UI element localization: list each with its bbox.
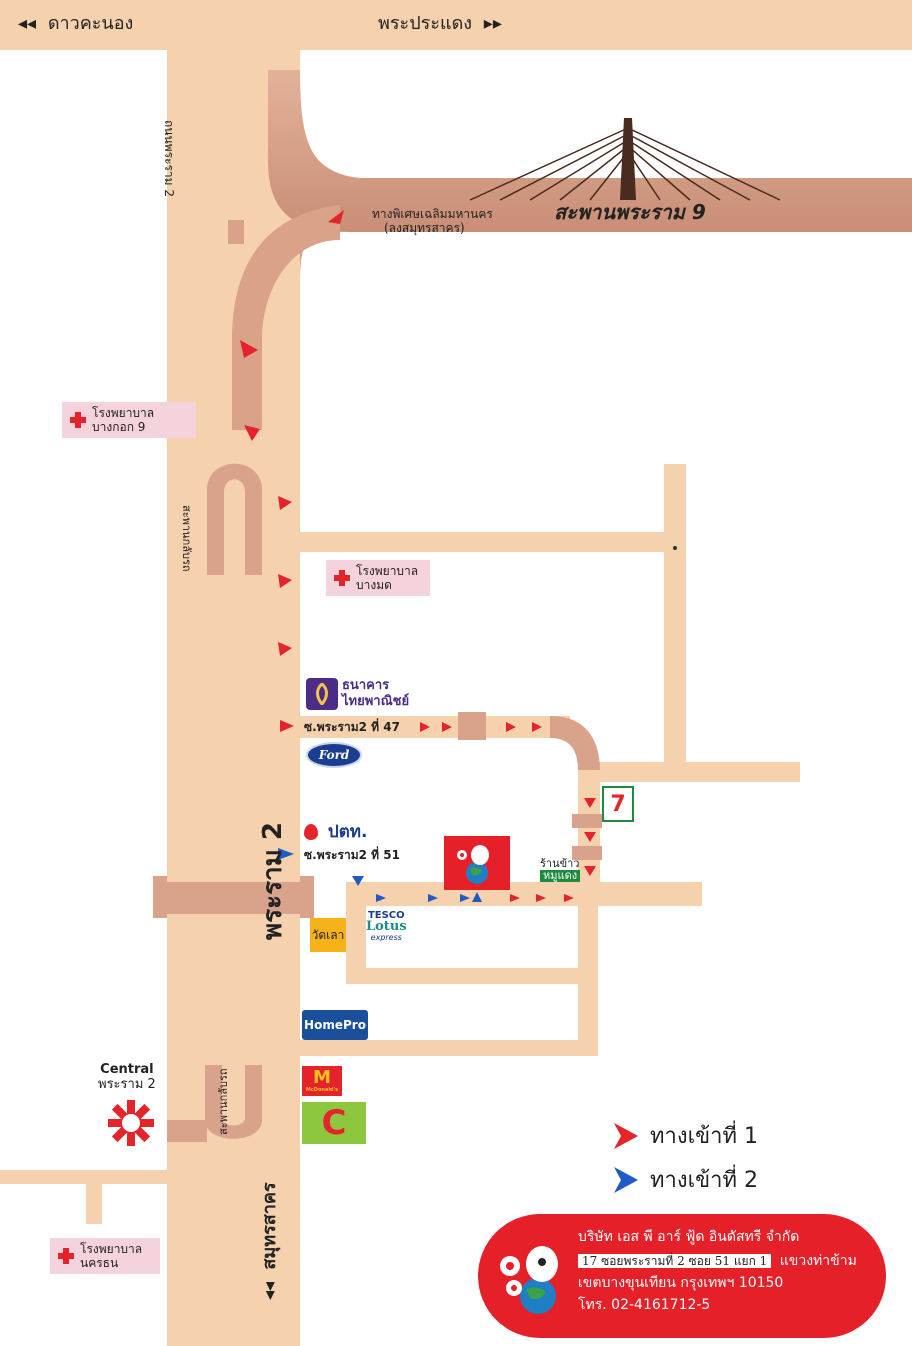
overpass <box>167 882 300 914</box>
rama2-big-label: พระราม 2 <box>258 822 288 940</box>
central-branch <box>167 1120 207 1142</box>
ford-logo: Ford <box>306 742 362 768</box>
tesco-lotus-logo: TESCO Lotus express <box>366 910 407 943</box>
top-road <box>0 0 912 50</box>
curve-soi47 <box>550 716 600 770</box>
central-line1: Central <box>100 1062 154 1077</box>
soi51-label: ซ.พระราม2 ที่ 51 <box>304 848 400 862</box>
hospital-line1: โรงพยาบาล <box>92 406 155 420</box>
central-logo-icon <box>108 1100 154 1146</box>
expressway-exit-ramp <box>232 205 340 430</box>
ford-text: Ford <box>318 748 350 762</box>
red-arrow-icon <box>614 1122 638 1149</box>
blue-arrow-icon <box>614 1166 638 1193</box>
seven-eleven-text: 7 <box>610 791 626 817</box>
side-streets <box>300 464 800 1056</box>
uturn-bottom-label: สะพานกลับรถ <box>217 1068 230 1135</box>
scb-logo-icon <box>306 678 338 710</box>
hospital-bangmod: โรงพยาบาล บางมด <box>326 560 430 596</box>
mcdonalds-logo: M McDonald's <box>302 1066 342 1096</box>
company-location-logo <box>444 836 510 890</box>
hospital-cross-icon <box>70 412 86 428</box>
uturn-top-label: สะพานกลับรถ <box>180 505 193 572</box>
rama2-road-label: ถนนพระราม 2 <box>162 120 176 198</box>
hospital-line1: โรงพยาบาล <box>356 564 419 578</box>
legend-entry1: ทางเข้าที่ 1 <box>612 1118 758 1153</box>
ptt-drop-icon <box>304 824 318 840</box>
ptt-text: ปตท. <box>327 822 368 842</box>
hospital-line2: บางมด <box>356 578 392 592</box>
tesco-line2: Lotus <box>366 919 407 934</box>
hospital-line2: บางกอก 9 <box>92 420 146 434</box>
hospital-cross-icon <box>58 1248 74 1264</box>
entry1-arrows <box>240 210 596 902</box>
wat-text: วัดเลา <box>311 927 345 942</box>
chef-globe-icon <box>457 845 489 884</box>
legend-entry2-text: ทางเข้าที่ 2 <box>650 1168 759 1193</box>
company-name: บริษัท เอส พี อาร์ ฟู้ด อินดัสทรี จำกัด <box>578 1229 800 1245</box>
arrows-right: ▸▸ <box>483 13 502 34</box>
hospital-nakornthon: โรงพยาบาล นครธน <box>50 1238 160 1274</box>
soi47-label: ซ.พระราม2 ที่ 47 <box>304 720 400 734</box>
company-address-rest: แขวงท่าข้าม <box>779 1253 857 1269</box>
arrows-left: ◂◂ <box>18 13 37 34</box>
intersections <box>228 220 602 860</box>
shop-line1: ร้านข้าว <box>540 857 580 870</box>
entry2-arrows <box>278 848 482 902</box>
company-address-box: 17 ซอยพระรามที่ 2 ซอย 51 แยก 1 <box>578 1254 772 1268</box>
homepro-text: HomePro <box>304 1018 366 1032</box>
expressway-label-1: ทางพิเศษเฉลิมมหานคร <box>372 207 493 221</box>
shop-line2: หมูแดง <box>540 870 581 882</box>
hospital-bangkok9: โรงพยาบาล บางกอก 9 <box>62 402 196 438</box>
big-c-text: C <box>321 1103 347 1143</box>
expressway-label-2: (ลงสมุทรสาคร) <box>384 221 465 235</box>
hospital-line2: นครธน <box>80 1256 119 1270</box>
legend-entry1-text: ทางเข้าที่ 1 <box>650 1124 759 1149</box>
uturn-bridge-top <box>207 463 262 575</box>
tesco-line3: express <box>370 933 402 942</box>
samut-arrows: ◂◂ <box>259 1281 280 1300</box>
legend-entry2: ทางเข้าที่ 2 <box>612 1162 758 1197</box>
nakornthon-branch <box>86 1184 102 1224</box>
wat-lao-label: วัดเลา <box>310 918 346 952</box>
samut-text: สมุทรสาคร <box>259 1182 280 1270</box>
hospital-cross-icon <box>334 570 350 586</box>
label-dao-khanong: ดาวคะนอง <box>47 13 134 34</box>
company-address-line2: เขตบางขุนเทียน กรุงเทพฯ 10150 <box>578 1275 784 1291</box>
hospital-line1: โรงพยาบาล <box>80 1242 143 1256</box>
uturn-bridge-bottom <box>205 1065 262 1139</box>
mcdonalds-arches-icon: M <box>313 1067 331 1088</box>
big-c-logo: C <box>302 1102 366 1144</box>
company-phone: โทร. 02-4161712-5 <box>578 1297 711 1313</box>
samut-sakhon-label: ◂◂ สมุทรสาคร <box>254 1182 283 1300</box>
label-phra-pradaeng: พระประแดง <box>378 13 473 34</box>
rama9-bridge-label: สะพานพระราม 9 <box>554 200 706 224</box>
scb-line2: ไทยพาณิชย์ <box>342 694 410 709</box>
scb-line1: ธนาคาร <box>342 678 390 693</box>
seven-eleven-logo: 7 <box>602 786 634 822</box>
mcdonalds-text: McDonald's <box>305 1087 339 1093</box>
tesco-line1: TESCO <box>367 910 405 921</box>
company-info-box: บริษัท เอส พี อาร์ ฟู้ด อินดัสทรี จำกัด … <box>478 1214 886 1338</box>
nakornthon-road <box>0 1170 167 1184</box>
company-logo-icon <box>500 1246 558 1314</box>
expressway-ramp <box>300 60 912 290</box>
rama9-bridge <box>469 118 781 201</box>
ptt-logo: ปตท. <box>304 818 367 845</box>
homepro-logo: HomePro <box>302 1010 368 1040</box>
expressway-main <box>268 70 912 232</box>
central-line2: พระราม 2 <box>98 1077 156 1092</box>
